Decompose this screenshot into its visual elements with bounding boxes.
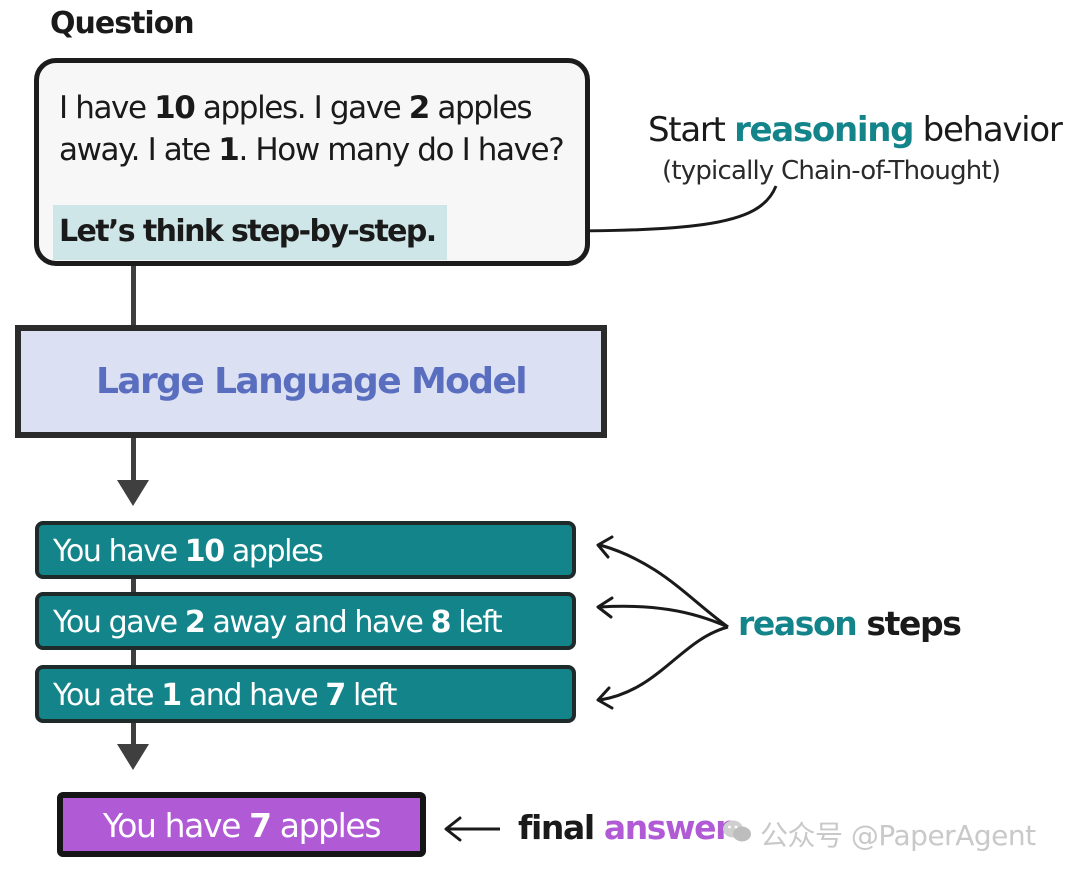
connector-step2-step3 <box>131 648 136 668</box>
wechat-icon <box>722 818 752 851</box>
arrowhead-step-3 <box>596 686 614 710</box>
start-reasoning-subtitle: (typically Chain-of-Thought) <box>662 156 1001 186</box>
llm-box: Large Language Model <box>15 325 607 438</box>
arrowhead-step-2 <box>596 596 614 619</box>
watermark: 公众号 @PaperAgent <box>722 814 1036 854</box>
reason-step-3: You ate 1 and have 7 left <box>35 665 576 723</box>
arrowhead-step-1 <box>596 535 614 559</box>
arrowhead-final-answer <box>444 816 462 842</box>
llm-label: Large Language Model <box>95 361 528 402</box>
cot-prompt: Let’s think step-by-step. <box>53 205 447 260</box>
arrow-to-step-1 <box>599 543 729 629</box>
connector-step1-step2 <box>131 576 136 594</box>
arrowhead-to-steps <box>117 480 149 506</box>
connector-question-to-model <box>131 266 136 328</box>
start-reasoning-label: Start reasoning behavior <box>648 110 1063 150</box>
final-answer-label: final answer <box>518 808 731 847</box>
watermark-text: 公众号 @PaperAgent <box>760 819 1036 852</box>
question-line-2: away. I ate 1. How many do I have? <box>59 132 565 168</box>
question-box: I have 10 apples. I gave 2 apples away. … <box>34 58 590 266</box>
question-line-1: I have 10 apples. I gave 2 apples <box>59 90 533 126</box>
connector-model-to-steps <box>131 436 136 486</box>
reason-steps-label: reason steps <box>738 604 962 643</box>
arrowhead-to-answer <box>117 744 149 770</box>
arrow-to-step-3 <box>599 625 729 702</box>
connector-steps-to-answer <box>131 720 136 748</box>
reason-step-2: You gave 2 away and have 8 left <box>35 592 576 650</box>
reason-step-1: You have 10 apples <box>35 521 576 579</box>
question-title: Question <box>50 6 195 41</box>
arrow-to-step-2 <box>599 604 729 629</box>
final-answer-box: You have 7 apples <box>57 792 426 857</box>
